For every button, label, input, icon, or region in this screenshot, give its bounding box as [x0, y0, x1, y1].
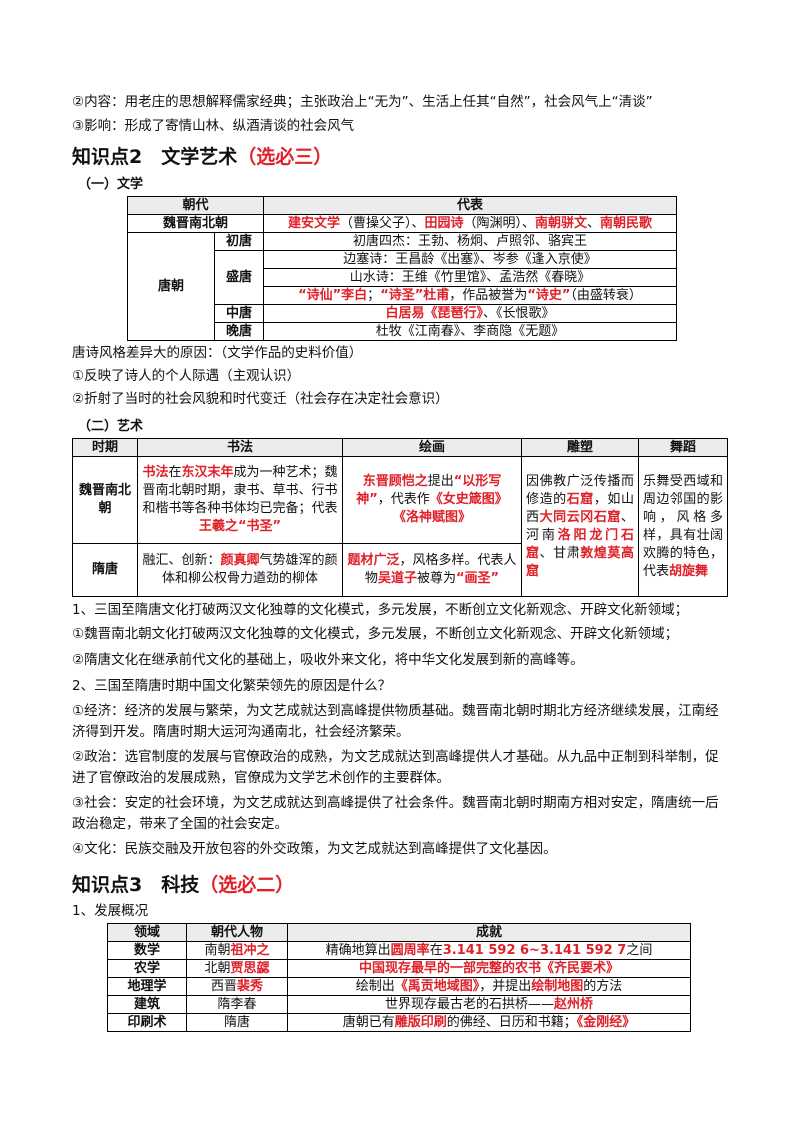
- row-label-weijin-art: 魏晋南北朝: [72, 456, 138, 544]
- content-line: ②内容：用老庄的思想解释儒家经典；主张政治上“无为”、生活上任其“自然”，社会风…: [72, 94, 653, 110]
- cell-shanshui: 山水诗：王维《竹里馆》、孟浩然《春晓》: [263, 268, 677, 287]
- lit-note: 唐诗风格差异大的原因：（文学作品的史料价值）: [72, 345, 363, 361]
- table-row: 建筑 隋李春 世界现存最古老的石拱桥——赵州桥: [107, 995, 691, 1014]
- note-line: 2、三国至隋唐时期中国文化繁荣领先的原因是什么？: [72, 678, 392, 694]
- label-zhongtang: 中唐: [214, 304, 264, 323]
- label-shengtang: 盛唐: [214, 250, 264, 305]
- cell-suitang-calligraphy: 融汇、创新：颜真卿气势雄浑的颜体和柳公权骨力遒劲的柳体: [137, 543, 343, 597]
- note-line: ④文化：民族交融及开放包容的外交政策，为文艺成就达到高峰提供了文化基因。: [72, 841, 557, 857]
- note-line: ①魏晋南北朝文化打破两汉文化独尊的文化模式，多元发展，不断创立文化新观念、开辟文…: [72, 626, 679, 642]
- col-field: 领域: [107, 923, 187, 942]
- col-sculpture: 雕塑: [521, 438, 639, 457]
- col-achievement: 成就: [287, 923, 691, 942]
- document-page: ②内容：用老庄的思想解释儒家经典；主张政治上“无为”、生活上任其“自然”，社会风…: [72, 92, 728, 1032]
- col-dynasty: 朝代: [127, 196, 264, 215]
- cell-wantang: 杜牧《江南春》、李商隐《无题》: [263, 322, 677, 341]
- table-row: 地理学 西晋裴秀 绘制出《禹贡地域图》，并提出绘制地图的方法: [107, 977, 691, 996]
- literature-table: 朝代 代表 魏晋南北朝 建安文学（曹操父子）、田园诗（陶渊明）、南朝骈文、南朝民…: [127, 196, 677, 341]
- note-paragraph: ②政治：选官制度的发展与官僚政治的成熟，为文艺成就达到高峰提供人才基础。从九品中…: [72, 749, 719, 786]
- label-wantang: 晚唐: [214, 322, 264, 341]
- art-table: 时期 书法 绘画 雕塑 舞蹈 魏晋南北朝 书法在东汉末年成为一种艺术；魏晋南北朝…: [72, 438, 728, 597]
- art-heading: （二）艺术: [78, 419, 144, 434]
- cell-weijin: 建安文学（曹操父子）、田园诗（陶渊明）、南朝骈文、南朝民歌: [263, 214, 677, 233]
- col-dance: 舞蹈: [638, 438, 728, 457]
- cell-dance: 乐舞受西域和周边邻国的影响，风格多样，具有壮阔欢腾的特色，代表胡旋舞: [638, 456, 728, 597]
- cell-libai-dufu: “诗仙”李白；“诗圣”杜甫，作品被誉为“诗史”（由盛转衰）: [263, 286, 677, 305]
- note-paragraph: ③社会：安定的社会环境，为文艺成就达到高峰提供了社会条件。魏晋南北朝时期南方相对…: [72, 795, 719, 832]
- table-row: 印刷术 隋唐 唐朝已有雕版印刷的佛经、日历和书籍；《金刚经》: [107, 1013, 691, 1032]
- section2-heading: 知识点2 文学艺术（选必三）: [72, 146, 333, 168]
- label-chutang: 初唐: [214, 232, 264, 251]
- section3-tag: （选必二）: [199, 874, 295, 896]
- col-calligraphy: 书法: [137, 438, 343, 457]
- cell-weijin-calligraphy: 书法在东汉末年成为一种艺术；魏晋南北朝时期，隶书、草书、行书和楷书等各种书体均已…: [137, 456, 343, 544]
- col-period: 时期: [72, 438, 138, 457]
- cell-sculpture: 因佛教广泛传播而修造的石窟，如山西大同云冈石窟、河南洛阳龙门石窟、甘肃敦煌莫高窟: [521, 456, 639, 597]
- row-label-tang: 唐朝: [127, 232, 215, 341]
- section3-heading: 知识点3 科技（选必二）: [72, 874, 295, 896]
- cell-weijin-painting: 东晋顾恺之提出“以形写神”，代表作《女史箴图》《洛神赋图》: [342, 456, 522, 544]
- cell-suitang-painting: 题材广泛，风格多样。代表人物吴道子被尊为“画圣”: [342, 543, 522, 597]
- row-label-weijin: 魏晋南北朝: [127, 214, 264, 233]
- section3-subheading: 1、发展概况: [72, 903, 149, 919]
- table-row: 农学 北朝贾思勰 中国现存最早的一部完整的农书《齐民要术》: [107, 959, 691, 978]
- row-label-suitang-art: 隋唐: [72, 543, 138, 597]
- cell-zhongtang: 白居易《琵琶行》、《长恨歌》: [263, 304, 677, 323]
- note-line: 1、三国至隋唐文化打破两汉文化独尊的文化模式，多元发展，不断创立文化新观念、开辟…: [72, 602, 689, 618]
- section2-tag: （选必三）: [237, 146, 333, 168]
- col-painting: 绘画: [342, 438, 522, 457]
- note-paragraph: ①经济：经济的发展与繁荣，为文艺成就达到高峰提供物质基础。魏晋南北朝时期北方经济…: [72, 703, 719, 740]
- cell-biansai: 边塞诗：王昌龄《出塞》、岑参《逢入京使》: [263, 250, 677, 269]
- note-line: ②隋唐文化在继承前代文化的基础上，吸收外来文化，将中华文化发展到新的高峰等。: [72, 652, 584, 668]
- lit-note: ②折射了当时的社会风貌和时代变迁（社会存在决定社会意识）: [72, 391, 449, 407]
- influence-line: ③影响：形成了寄情山林、纵酒清谈的社会风气: [72, 118, 355, 134]
- col-representative: 代表: [263, 196, 677, 215]
- cell-chutang: 初唐四杰：王勃、杨炯、卢照邻、骆宾王: [263, 232, 677, 251]
- table-row: 数学 南朝祖冲之 精确地算出圆周率在3.141 592 6~3.141 592 …: [107, 941, 691, 960]
- lit-note: ①反映了诗人的个人际遇（主观认识）: [72, 368, 301, 384]
- literature-heading: （一）文学: [78, 177, 144, 192]
- science-table: 领域 朝代人物 成就 数学 南朝祖冲之 精确地算出圆周率在3.141 592 6…: [107, 923, 691, 1032]
- col-era-person: 朝代人物: [186, 923, 288, 942]
